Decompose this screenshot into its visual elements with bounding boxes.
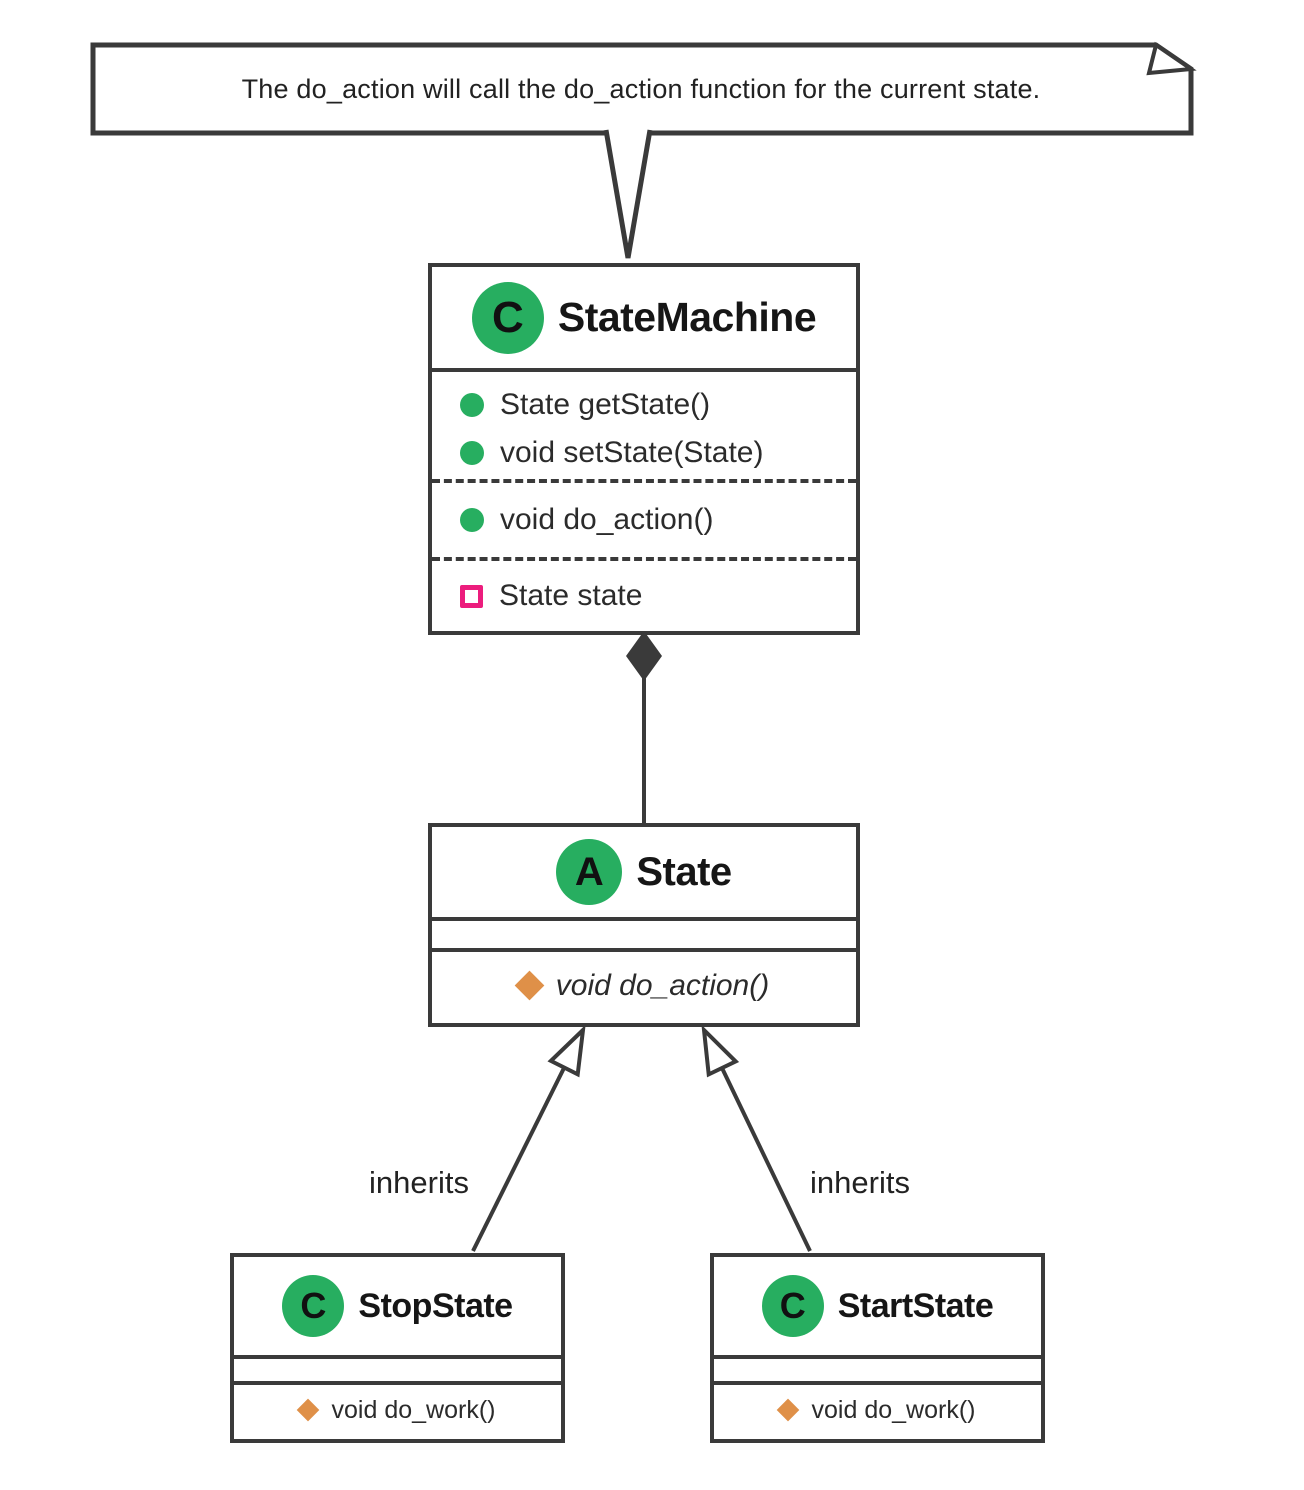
inheritance-arrowhead-right-icon xyxy=(701,1024,740,1078)
method-label: void do_work() xyxy=(331,1395,496,1424)
note-tail xyxy=(603,129,653,259)
methods-section: void do_action() xyxy=(432,952,856,1019)
protected-method-icon xyxy=(776,1398,799,1422)
fields-section-empty xyxy=(432,921,856,952)
inheritance-arrowhead-left-icon xyxy=(547,1024,586,1078)
method-row: State getState() xyxy=(432,381,856,429)
class-box-state: A State void do_action() xyxy=(428,823,860,1027)
abstract-method-icon xyxy=(514,970,545,1001)
method-row: void do_work() xyxy=(234,1396,561,1425)
note-shape xyxy=(90,42,1194,136)
class-box-statemachine: C StateMachine State getState() void set… xyxy=(428,263,860,635)
fields-section-empty xyxy=(714,1359,1041,1385)
method-label: State getState() xyxy=(500,387,711,421)
class-header: A State xyxy=(432,827,856,921)
fields-section-empty xyxy=(234,1359,561,1385)
methods-section: void do_work() xyxy=(234,1385,561,1435)
field-row: State state xyxy=(432,579,856,613)
class-box-startstate: C StartState void do_work() xyxy=(710,1253,1045,1443)
public-method-icon xyxy=(460,440,484,465)
composition-diamond-icon xyxy=(626,631,662,681)
abstract-class-icon: A xyxy=(556,839,623,905)
inheritance-edge-right xyxy=(720,1067,812,1252)
class-header: C StopState xyxy=(234,1257,561,1359)
class-title: StateMachine xyxy=(557,294,817,340)
class-box-stopstate: C StopState void do_work() xyxy=(230,1253,565,1443)
fields-section: State state xyxy=(432,561,856,631)
class-header: C StateMachine xyxy=(432,267,856,372)
method-label: void do_action() xyxy=(555,968,770,1002)
methods-section: State getState() void setState(State) xyxy=(432,372,856,483)
protected-method-icon xyxy=(296,1398,319,1422)
public-method-icon xyxy=(460,392,484,417)
note-text: The do_action will call the do_action fu… xyxy=(241,73,1041,104)
method-row: void do_work() xyxy=(714,1396,1041,1425)
class-icon: C xyxy=(471,281,544,354)
inheritance-edge-left xyxy=(471,1067,566,1252)
public-method-icon xyxy=(460,508,484,532)
method-row: void do_action() xyxy=(432,503,856,537)
field-label: State state xyxy=(499,579,643,612)
methods-section: void do_work() xyxy=(714,1385,1041,1435)
methods-section: void do_action() xyxy=(432,483,856,561)
method-row: void do_action() xyxy=(432,969,856,1003)
method-label: void setState(State) xyxy=(500,435,764,469)
class-title: StartState xyxy=(837,1286,994,1325)
method-label: void do_work() xyxy=(811,1395,976,1424)
inherits-label-right: inherits xyxy=(810,1165,910,1200)
method-label: void do_action() xyxy=(500,503,714,536)
class-header: C StartState xyxy=(714,1257,1041,1359)
class-title: State xyxy=(636,849,732,894)
class-title: StopState xyxy=(358,1286,513,1325)
class-icon: C xyxy=(761,1275,824,1337)
inherits-label-left: inherits xyxy=(369,1165,469,1200)
note-fold-icon xyxy=(1146,41,1197,76)
class-icon: C xyxy=(282,1275,345,1337)
method-row: void setState(State) xyxy=(432,429,856,477)
private-field-icon xyxy=(460,584,483,608)
